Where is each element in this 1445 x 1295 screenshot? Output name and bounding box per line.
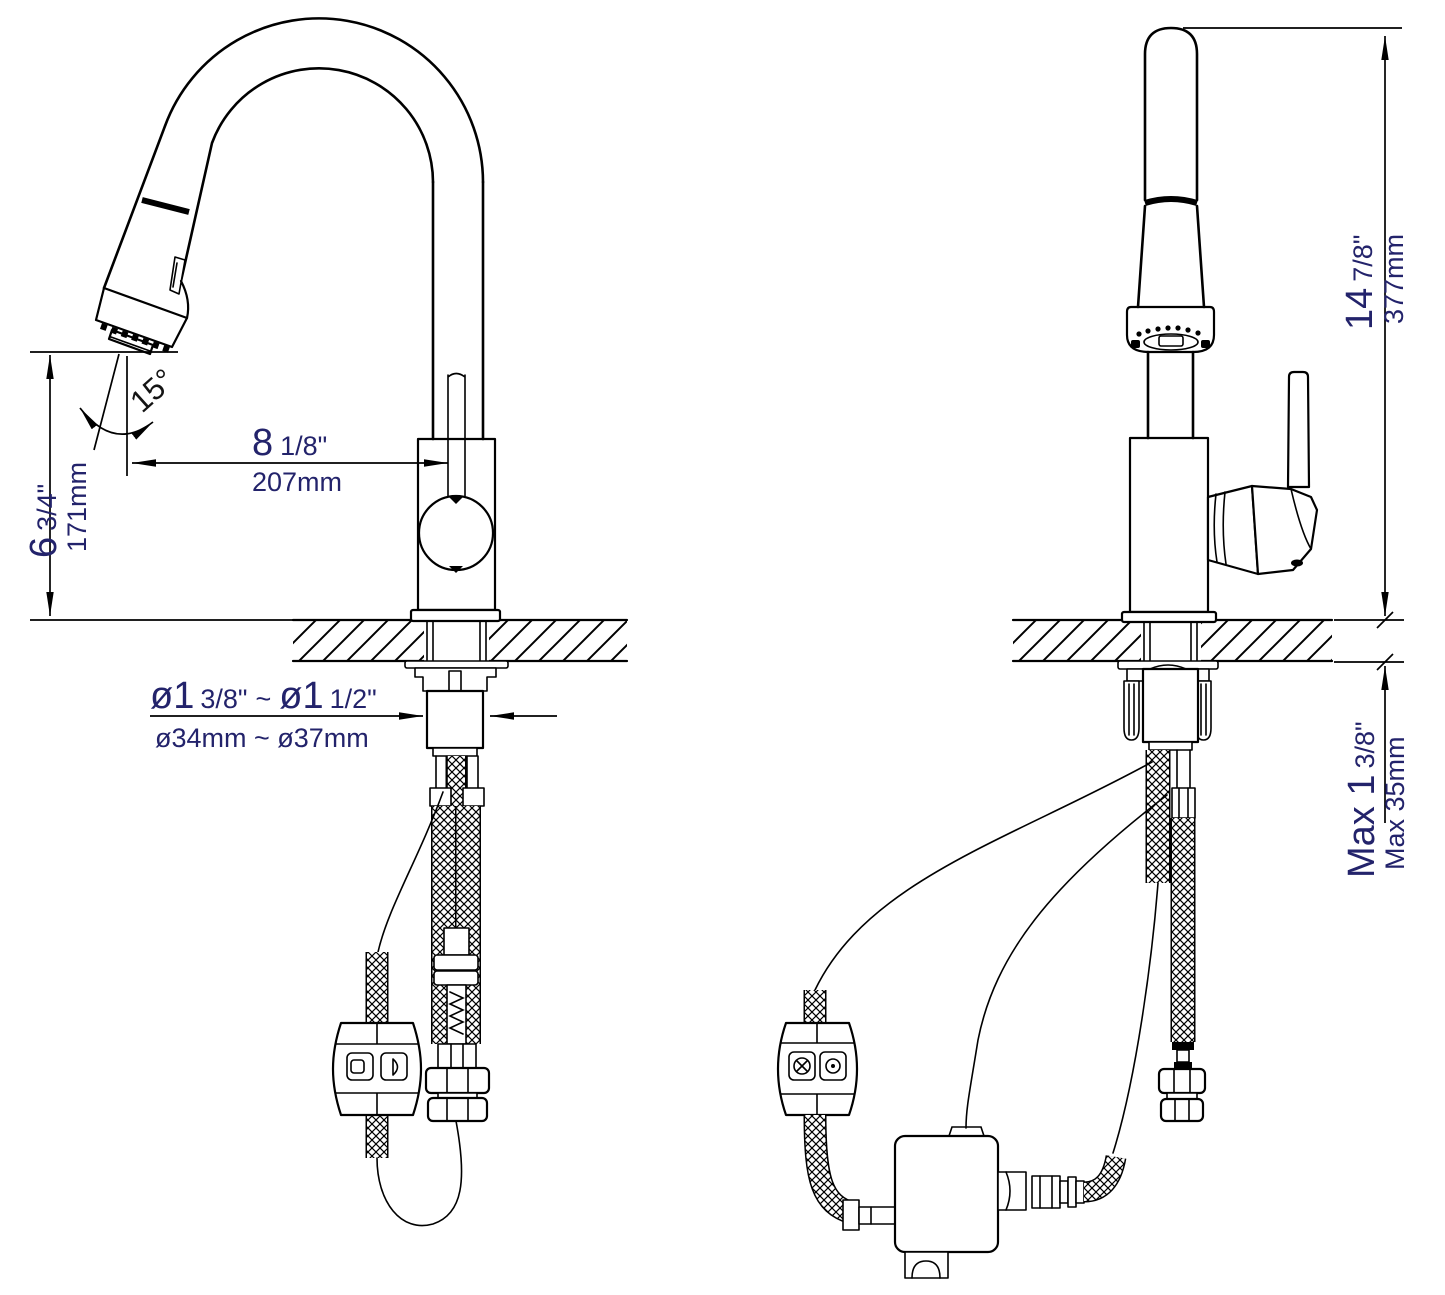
hose-weight-side <box>331 791 463 1227</box>
svg-text:ø13/8"~ø11/2": ø13/8"~ø11/2" <box>150 675 377 717</box>
mounting-hardware-side <box>404 660 509 757</box>
hose-weight-barrel-front <box>776 1021 859 1117</box>
wand-separation-band <box>141 197 190 215</box>
spout-height-inches: 6 <box>23 537 65 558</box>
front-view <box>776 26 1334 1279</box>
hole-max-inches: ø1 <box>279 675 323 717</box>
hole-separator: ~ <box>255 684 271 714</box>
dimension-spray-angle: 15° <box>79 353 182 476</box>
supply-hoses-side <box>424 755 491 1123</box>
base-flange-front <box>1120 610 1218 624</box>
spray-wand <box>94 197 190 356</box>
handle-lever <box>1286 370 1311 489</box>
deck-thickness-metric: Max 35mm <box>1380 736 1410 870</box>
dimension-overall-height: 14 7/8" 377mm <box>1183 27 1409 671</box>
sensor-cable-2 <box>965 794 1168 1129</box>
gooseneck-spout <box>102 17 485 441</box>
spray-angle-label: 15° <box>123 362 181 419</box>
outlet-hose-elbow <box>1083 1155 1125 1201</box>
spray-nozzle-plate <box>107 328 155 356</box>
inner-hose-tube <box>447 372 466 497</box>
hole-max-fraction: 1/2" <box>330 684 377 714</box>
deck-thickness-inches: Max 1 <box>1341 775 1383 878</box>
sensor-cable-3 <box>1112 882 1159 1154</box>
svg-text:81/8": 81/8" <box>252 422 327 464</box>
quick-connect-fitting <box>443 927 470 956</box>
countertop-side <box>291 618 629 663</box>
overall-height-inches: 14 <box>1339 288 1381 330</box>
dimension-deck-thickness: Max 1 3/8" Max 35mm <box>1341 666 1410 878</box>
spout-column-front <box>1136 26 1206 309</box>
body-column <box>416 437 497 612</box>
shank <box>425 689 485 750</box>
body-column-front <box>1128 436 1210 614</box>
dimension-spout-height: 6 3/4" 171mm <box>23 351 293 621</box>
svg-text:63/4": 6 3/4" <box>23 484 65 558</box>
washer <box>404 660 509 669</box>
control-box-assembly <box>842 1126 1127 1279</box>
control-box <box>893 1134 1000 1254</box>
svg-text:Max 13/8": Max 1 3/8" <box>1341 721 1383 878</box>
hoses-front <box>814 749 1207 1154</box>
faucet-body-front <box>1128 370 1319 614</box>
control-box-cable-port <box>948 1126 985 1137</box>
overall-height-fraction: 7/8" <box>1348 235 1378 282</box>
svg-text:147/8": 14 7/8" <box>1339 235 1381 330</box>
supply-hex-nut-lower <box>1159 1097 1205 1123</box>
base-flange <box>409 608 502 623</box>
nozzle-dots <box>1131 325 1210 348</box>
mixer-ball <box>417 494 495 572</box>
deck-thickness-fraction: 3/8" <box>1350 721 1380 768</box>
neck-front <box>1146 350 1195 440</box>
outlet-valve <box>997 1171 1027 1211</box>
spout-height-metric: 171mm <box>62 462 92 552</box>
mounting-hardware-front <box>1117 660 1219 751</box>
countertop-front <box>1011 618 1334 663</box>
spray-head-band <box>94 286 189 349</box>
overall-height-metric: 377mm <box>1379 234 1409 324</box>
handle-body <box>1250 484 1319 576</box>
hole-metric: ø34mm ~ ø37mm <box>155 723 369 753</box>
column-top <box>1143 26 1199 202</box>
hex-nut-upper <box>424 1066 491 1095</box>
spout-reach-inches: 8 <box>252 422 273 464</box>
supply-hex-nut-upper <box>1157 1067 1207 1095</box>
mounting-screw-left <box>1123 680 1140 741</box>
hole-min-fraction: 3/8" <box>200 684 247 714</box>
spray-head-front <box>1125 305 1216 440</box>
column-separation-band <box>1144 196 1198 206</box>
spout-height-fraction: 3/4" <box>32 484 62 531</box>
cable-loop <box>376 1120 463 1227</box>
mounting-hole-walls <box>426 619 487 662</box>
hole-min-inches: ø1 <box>150 675 194 717</box>
hex-nut-lower <box>426 1096 489 1123</box>
hose-weight-barrel <box>331 1021 423 1117</box>
sensor-cable <box>377 791 444 953</box>
shank-front <box>1141 667 1200 744</box>
hose-spring <box>448 991 465 1035</box>
hose-weight-front <box>776 990 859 1225</box>
side-view <box>94 17 629 1227</box>
spout-reach-metric: 207mm <box>252 467 342 497</box>
spout-reach-fraction: 1/8" <box>280 431 327 461</box>
sensor-cable-1 <box>814 761 1153 991</box>
